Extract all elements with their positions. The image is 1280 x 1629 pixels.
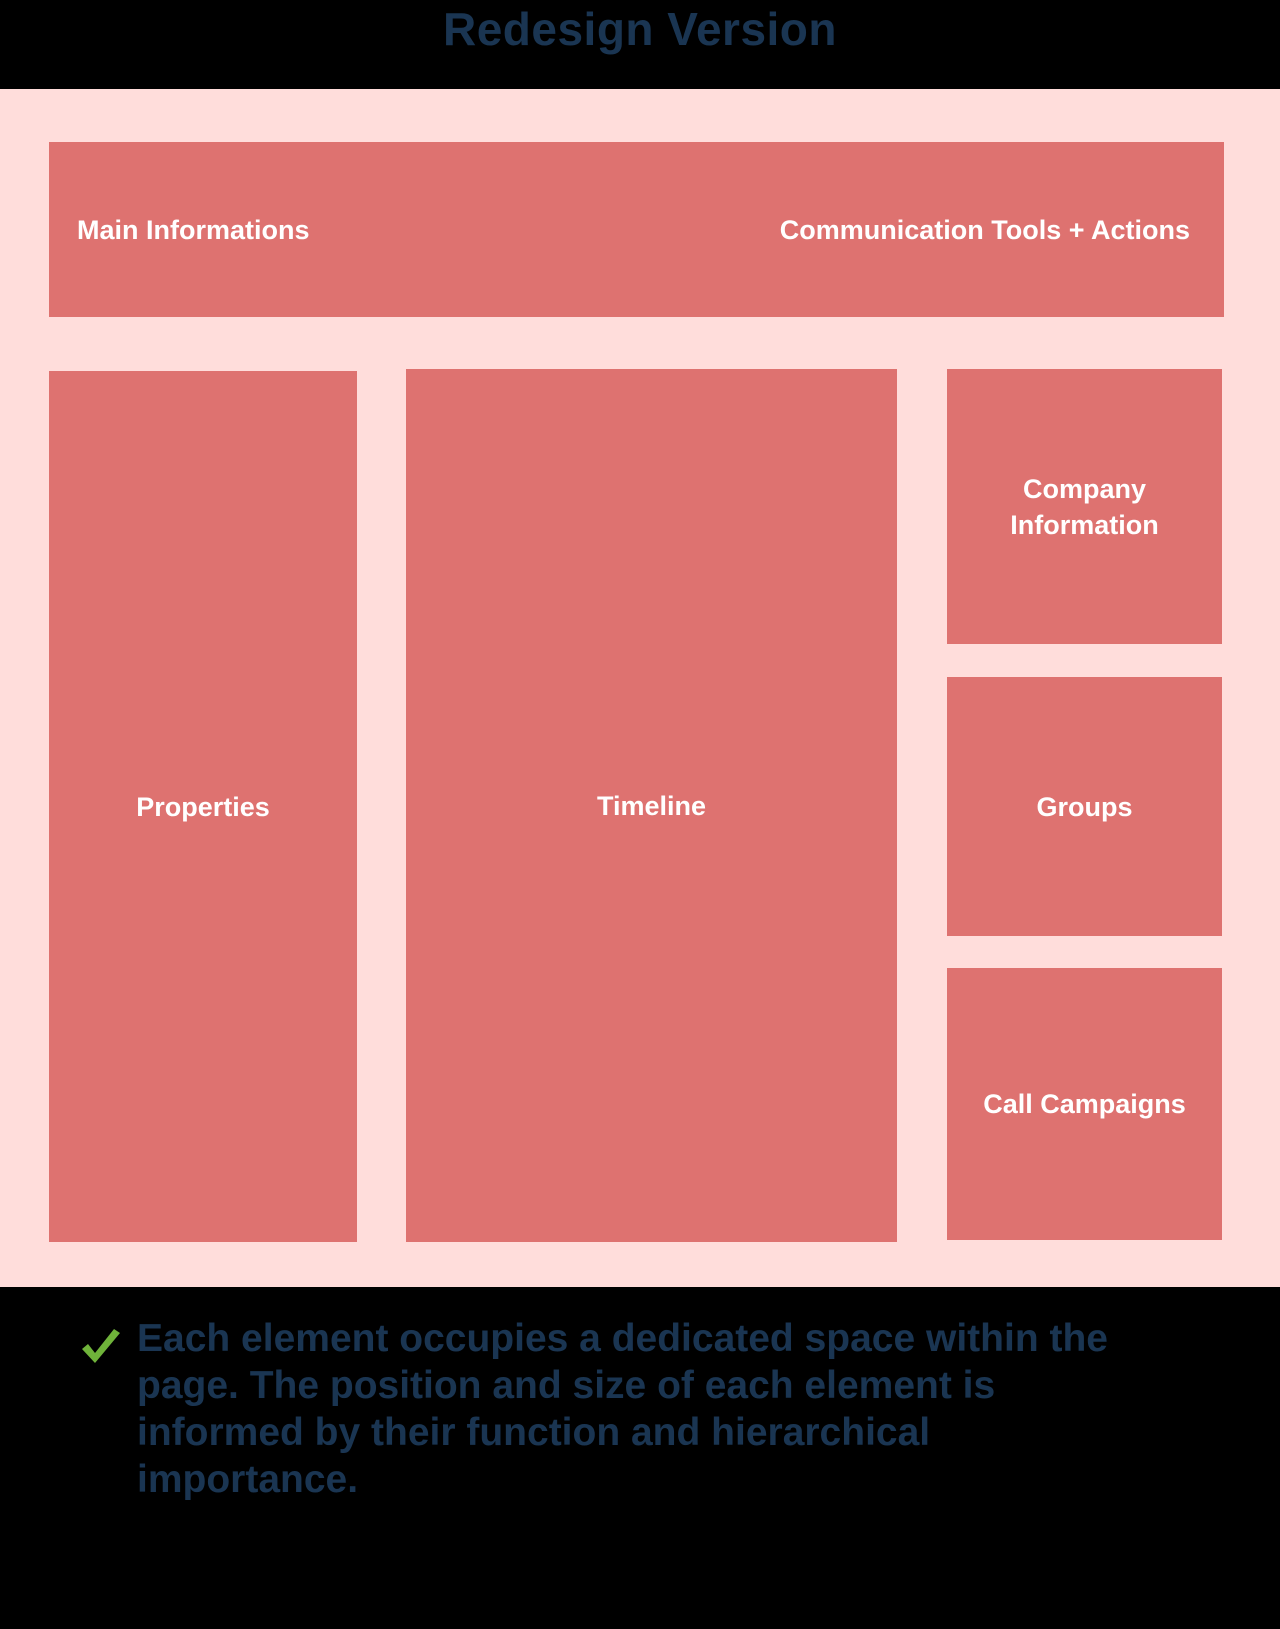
properties-label: Properties: [136, 791, 270, 822]
header-block: Main Informations Communication Tools + …: [49, 142, 1224, 317]
timeline-block: Timeline: [406, 369, 897, 1242]
main-informations-label: Main Informations: [77, 214, 310, 245]
properties-block: Properties: [49, 371, 357, 1242]
check-icon: [82, 1329, 120, 1363]
call-campaigns-label: Call Campaigns: [983, 1089, 1186, 1119]
communication-tools-label: Communication Tools + Actions: [779, 214, 1190, 245]
groups-label: Groups: [1036, 791, 1133, 822]
company-information-label: Company Information: [1010, 473, 1159, 540]
explanation-note: Each element occupies a dedicated space …: [78, 1315, 1228, 1503]
page-title: Redesign Version: [442, 3, 837, 55]
note-text: Each element occupies a dedicated space …: [137, 1317, 1108, 1501]
layout-diagram: Main Informations Communication Tools + …: [0, 89, 1280, 1287]
timeline-label: Timeline: [596, 790, 707, 821]
groups-block: Groups: [947, 677, 1222, 936]
company-information-block: Company Information: [947, 369, 1222, 644]
call-campaigns-block: Call Campaigns: [947, 968, 1222, 1240]
